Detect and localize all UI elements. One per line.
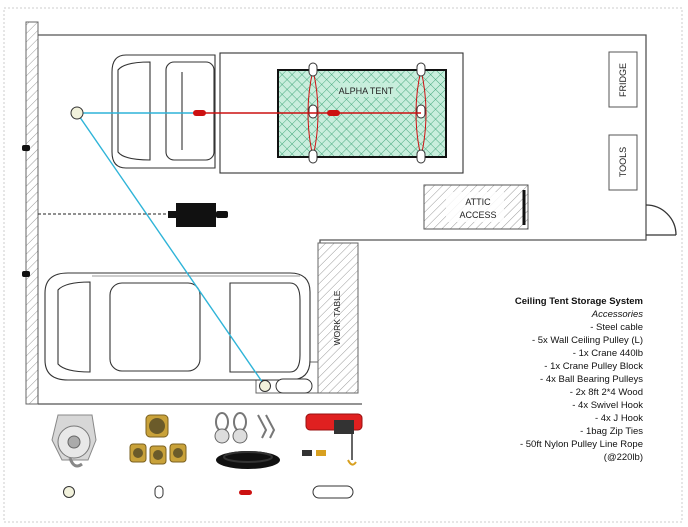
legend-item: - 2x 8ft 2*4 Wood [569,387,643,398]
legend-title: Ceiling Tent Storage System [514,296,643,307]
symbol-bearing-pulley [154,485,164,499]
legend-item: - 5x Wall Ceiling Pulley (L) [531,335,643,346]
upper-car [111,54,216,169]
legend-item: - 50ft Nylon Pulley Line Rope [519,439,643,450]
tent-straps [307,62,427,164]
legend-item: - 1bag Zip Ties [580,426,643,437]
swivel-hooks-and-rope-photo [214,412,280,469]
attic-label-2: ACCESS [459,210,496,220]
work-table [317,242,359,394]
symbol-crane [312,485,354,499]
legend-item: - 4x J Hook [594,413,643,424]
left-wall [25,21,39,405]
tent-label: ALPHA TENT [339,86,394,96]
attic-label-1: ATTIC [465,197,491,207]
tools-label: TOOLS [618,147,628,177]
steel-cable [76,112,266,387]
wall-ceiling-pulley-2 [259,380,271,392]
crane-symbol-on-plan [275,378,313,394]
symbol-swivel-hook [239,490,252,495]
legend-item: - Steel cable [590,322,643,333]
wall-anchor-1 [22,145,30,151]
fridge-label: FRIDGE [618,63,628,97]
rope-segment-marker-2 [327,110,340,116]
legend-item: - 4x Swivel Hook [572,400,643,411]
legend-subtitle: Accessories [591,309,643,320]
lower-car [44,272,311,381]
crane-block [38,203,228,227]
door-swing [645,204,677,236]
wall-ceiling-pulley-photo [51,414,97,468]
electric-crane-photo [302,413,363,466]
tools-cabinet [608,134,638,191]
legend-item: - 1x Crane Pulley Block [544,361,643,372]
wall-ceiling-pulley-1 [70,106,84,120]
legend-item: (@220lb) [603,452,643,463]
legend-item: - 1x Crane 440lb [572,348,643,359]
fridge [608,51,638,108]
wall-anchor-2 [22,271,30,277]
ball-bearing-pulleys-photo [129,414,187,465]
rope-segment-marker-1 [193,110,206,116]
work-table-label: WORK TABLE [332,290,342,345]
symbol-wall-pulley [63,486,75,498]
accessories-legend: Ceiling Tent Storage System Accessories … [505,295,643,464]
legend-item: - 4x Ball Bearing Pulleys [540,374,643,385]
